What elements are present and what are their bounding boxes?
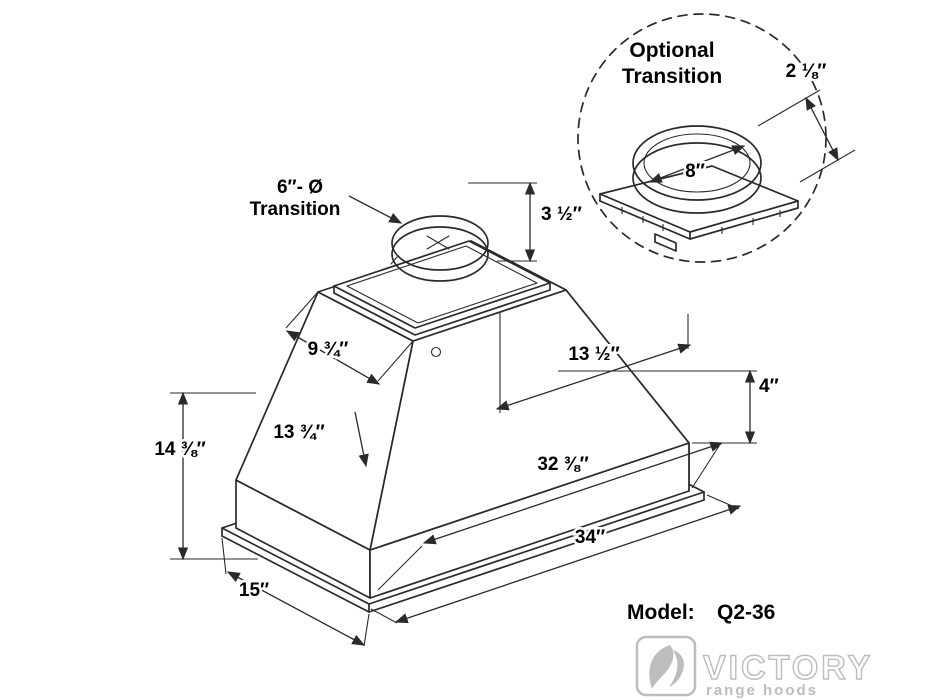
hood-drawing	[221, 215, 705, 613]
transition-mount-plate	[333, 240, 551, 336]
inset-collar-top-rim	[632, 125, 762, 201]
dim-total-height-label: 14 ⅜″	[154, 439, 205, 460]
inset-title-line2: Transition	[622, 65, 722, 88]
dimension-line	[285, 330, 381, 385]
dimension-line	[648, 145, 746, 183]
dimension-right-height: 4″	[558, 369, 781, 445]
optional-transition-inset: 8″ 2 ⅛″ Optional Transition	[577, 13, 856, 263]
brand-icon-frame	[635, 635, 697, 697]
dimension-line	[805, 96, 839, 162]
transition-label-line2: Transition	[250, 199, 341, 220]
collar-x-mark	[426, 235, 450, 250]
extension-line	[799, 149, 856, 183]
leaf-icon	[649, 645, 684, 689]
dim-top-flat-length-label: 13 ½″	[568, 344, 619, 365]
transition-leader-arrow	[348, 195, 403, 224]
brand-logo: VICTORY range hoods	[635, 635, 873, 699]
inset-collar-bottom-rim	[632, 142, 762, 214]
extension-line	[370, 608, 398, 624]
inset-title-line1: Optional	[629, 39, 714, 62]
dim-transition-height-label: 3 ½″	[541, 204, 582, 225]
brand-tagline: range hoods	[706, 682, 818, 699]
dim-body-depth-label: 13 ¾″	[273, 422, 324, 443]
inset-collar	[632, 125, 762, 214]
mount-plate-side	[333, 282, 551, 336]
dim-inset-diameter-label: 8″	[685, 161, 705, 182]
inset-collar-inner-rim	[643, 133, 751, 193]
screw-hole	[430, 346, 442, 358]
dimension-transition-height: 3 ½″	[468, 181, 584, 263]
dimension-total-height: 14 ⅜″	[152, 391, 258, 561]
dimension-transition-callout: 6″- Ø Transition	[247, 175, 403, 224]
extension-line	[757, 89, 821, 127]
dimension-overall-length: 34″	[370, 494, 742, 624]
dimension-line	[226, 571, 366, 646]
extension-line	[285, 291, 319, 329]
dim-overall-length-label: 34″	[575, 527, 605, 548]
dimension-line	[495, 343, 692, 411]
extension-line	[363, 613, 370, 647]
inset-plate-tab	[654, 233, 677, 252]
leader-arrow	[354, 411, 369, 468]
extension-line	[377, 340, 414, 382]
dimension-inset-collar-height: 2 ⅛″	[757, 59, 856, 183]
model-value: Q2-36	[717, 601, 775, 624]
inset-plate-slots	[621, 207, 781, 234]
transition-collar	[390, 215, 489, 282]
extension-line	[706, 494, 740, 510]
dimension-line	[394, 504, 742, 624]
brand-name: VICTORY	[703, 649, 873, 687]
model-info: Model: Q2-36	[625, 599, 777, 626]
dimension-inset-diameter: 8″	[648, 145, 746, 185]
dim-overall-depth-label: 15″	[239, 580, 269, 601]
dimension-top-depth: 9 ¾″	[285, 291, 414, 385]
dimension-overall-depth: 15″	[221, 537, 370, 647]
mount-plate-inner-line	[346, 245, 538, 324]
dim-top-depth-label: 9 ¾″	[308, 339, 349, 360]
dim-right-height-label: 4″	[759, 376, 779, 397]
dim-inset-collar-height-label: 2 ⅛″	[786, 61, 827, 82]
dimension-body-depth: 13 ¾″	[271, 411, 369, 468]
dim-body-length-label: 32 ⅜″	[537, 454, 588, 475]
extension-line	[221, 537, 227, 575]
transition-label-line1: 6″- Ø	[277, 177, 323, 198]
collar-top-rim	[391, 215, 489, 271]
model-label: Model:	[627, 601, 695, 624]
collar-notch	[390, 256, 398, 265]
collar-bottom-rim	[391, 226, 489, 282]
dimension-top-flat-length: 13 ½″	[495, 312, 692, 413]
